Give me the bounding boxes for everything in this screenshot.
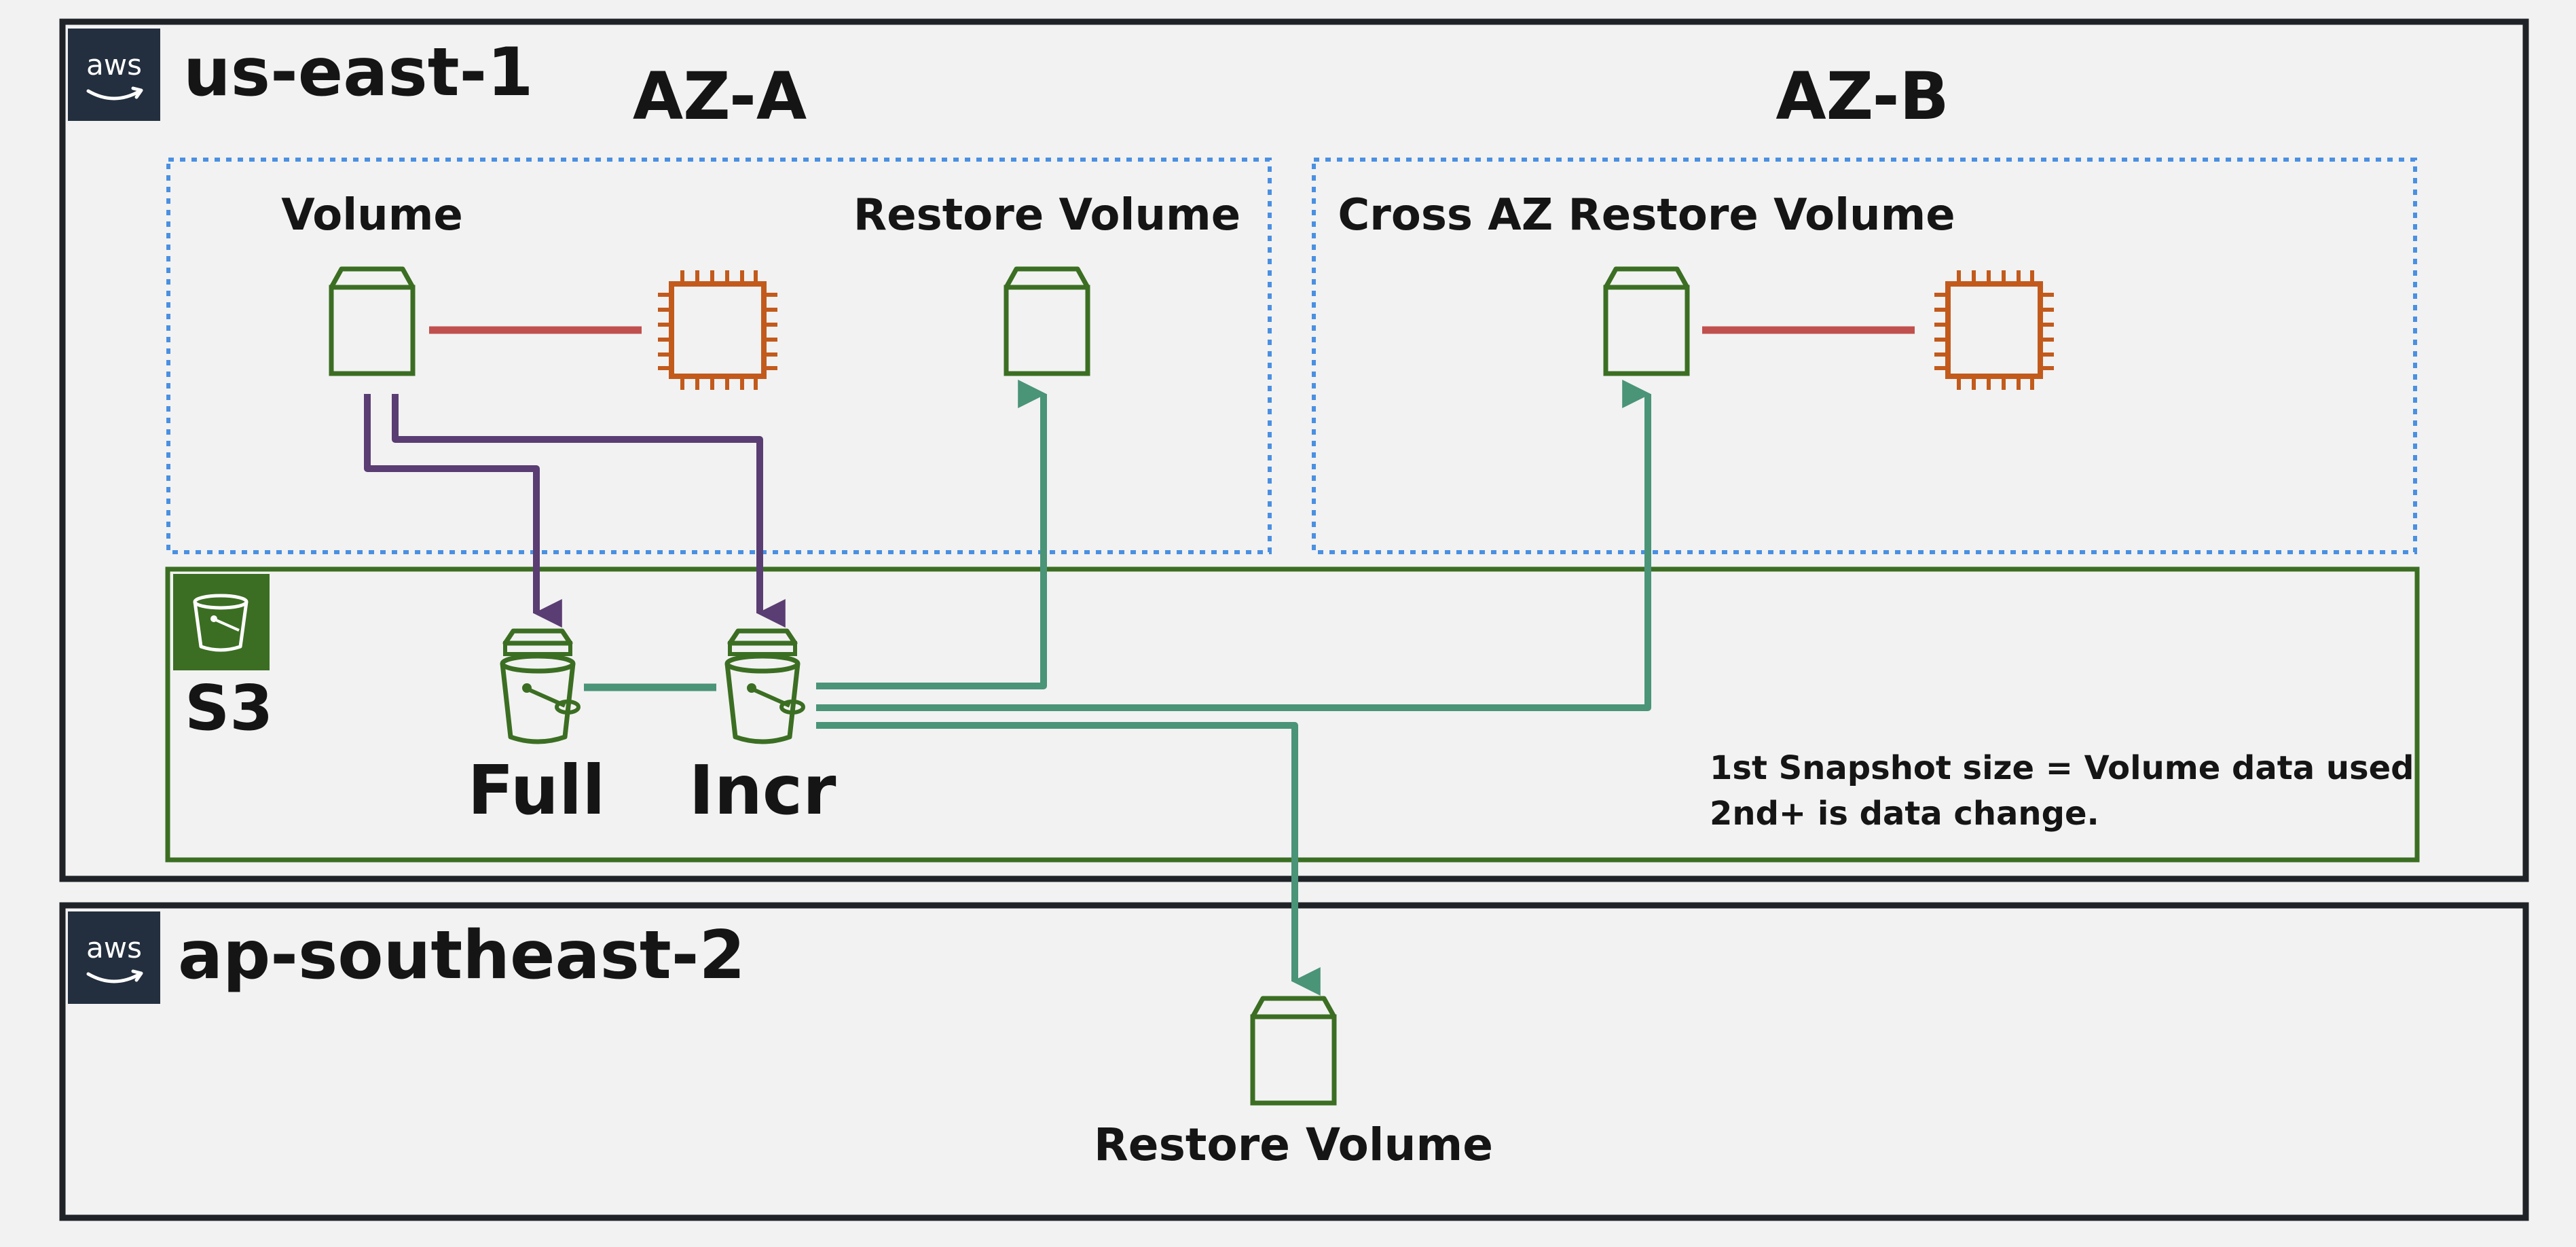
snapshot-incr-arrow <box>392 394 786 628</box>
s3-bucket-icon <box>173 574 270 670</box>
az-b-title: AZ-B <box>1775 58 1949 134</box>
az-a-box <box>166 158 1272 554</box>
snapshot-bucket-icon <box>502 631 578 742</box>
restore-cross-az-arrow <box>816 380 1651 711</box>
ebs-volume-icon <box>1606 269 1687 374</box>
restore-same-az-arrow <box>816 380 1047 689</box>
restore-cross-region-arrow <box>816 722 1321 996</box>
snapshot-note-line1: 1st Snapshot size = Volume data used <box>1710 749 2414 787</box>
region-name: ap-southeast-2 <box>178 917 746 994</box>
ec2-instance-icon <box>1934 270 2054 390</box>
ebs-volume-icon <box>331 269 413 374</box>
ebs-volume-icon <box>1253 998 1334 1103</box>
az-a-title: AZ-A <box>633 58 807 134</box>
cross-az-restore-label: Cross AZ Restore Volume <box>1338 190 1955 240</box>
volume-label: Volume <box>281 190 463 240</box>
incr-snapshot-label: Incr <box>689 751 837 830</box>
snapshot-full-arrow <box>364 394 562 628</box>
remote-restore-label: Restore Volume <box>1094 1119 1493 1171</box>
ebs-volume-icon <box>1006 269 1088 374</box>
full-snapshot-label: Full <box>467 751 605 830</box>
snapshot-bucket-icon <box>727 631 803 742</box>
ec2-instance-icon <box>658 270 777 390</box>
region-name: us-east-1 <box>183 34 533 111</box>
s3-label: S3 <box>185 672 273 744</box>
az-b-box <box>1312 158 2417 554</box>
aws-logo-icon <box>68 29 160 121</box>
aws-logo-icon <box>68 911 160 1004</box>
snapshot-note-line2: 2nd+ is data change. <box>1710 795 2099 833</box>
restore-volume-label: Restore Volume <box>853 190 1240 240</box>
